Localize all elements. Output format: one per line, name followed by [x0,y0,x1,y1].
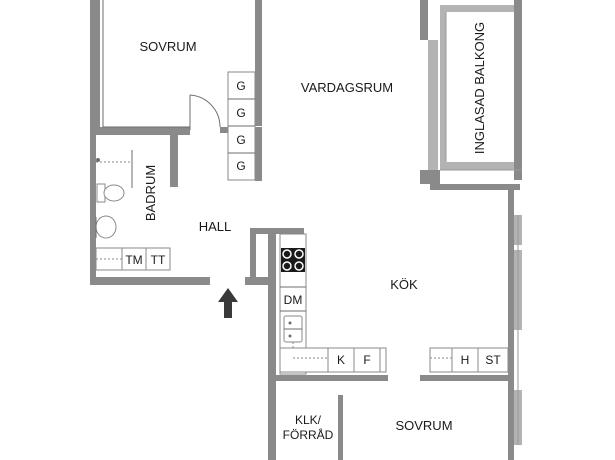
wall-bedroom-right [255,0,262,126]
right-units: H ST [429,347,509,373]
wall-closet-divider [338,395,343,460]
room-label-bedroom-bottom: SOVRUM [395,418,452,433]
wardrobe-label: G [236,106,245,120]
wall-hall-column [250,234,256,279]
window-living [428,40,438,170]
room-label-hall: HALL [199,219,232,234]
wall-bathroom-right [170,135,178,187]
wall-closet-top [276,375,388,381]
freezer-box [353,347,381,373]
wall-right-exterior [508,188,514,460]
wall-kitchen-left [268,228,276,460]
up-arrow-icon [218,288,238,318]
wall-bedroom2-top [420,375,512,381]
balcony-rail [514,0,522,180]
wall-living-top-right [420,0,428,40]
bathroom-fixtures: TM TT [95,150,171,271]
washer-label: TM [125,253,142,267]
kitchen-sink-icon [283,315,303,343]
room-label-closet-line1: KLK/ [295,413,322,427]
room-label-glazed-balcony: INGLASAD BALKONG [472,22,487,154]
wardrobe-label: G [236,133,245,147]
wall-kitchen-top [250,228,304,234]
dryer-label: TT [151,253,166,267]
wall-hall-bottom-right [245,277,275,285]
h-unit-label: H [461,353,470,367]
room-label-closet-line2: FÖRRÅD [283,427,334,442]
wall-bedroom-bottom-left [90,127,190,135]
dryer-box [145,247,171,271]
fridge-label: K [337,353,345,367]
wall-bathroom-bottom [90,277,210,285]
door-bedroom-swing [189,94,221,128]
room-label-living-room: VARDAGSRUM [301,80,393,95]
dishwasher-label: DM [284,293,303,307]
toilet-icon [96,183,125,203]
stove-icon [281,248,305,272]
wall-living-lower [430,184,520,190]
balcony-floor [446,12,514,162]
room-label-bathroom: BADRUM [143,165,158,221]
st-unit-label: ST [485,353,501,367]
wall-bathroom-left [90,135,96,285]
room-label-kitchen: KÖK [390,277,418,292]
wall-wardrobe-right [255,133,262,181]
wardrobe-label: G [236,79,245,93]
wall-living-mid [420,170,440,184]
freezer-label: F [363,353,370,367]
room-label-bedroom-top: SOVRUM [139,39,196,54]
wardrobe-label: G [236,159,245,173]
wardrobe-group: G G G G [227,71,256,181]
kitchen-counter: DM K F [279,233,387,375]
wall-bedroom-left [90,0,100,135]
sink-icon [95,215,117,239]
